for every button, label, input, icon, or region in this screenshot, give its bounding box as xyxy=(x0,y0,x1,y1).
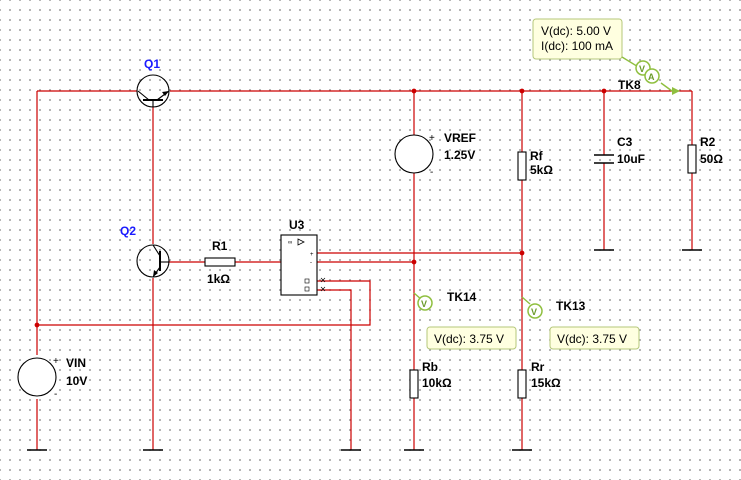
tk8-v-icon-letter: V xyxy=(639,64,645,74)
tk13-voltage-readout: V(dc): 3.75 V xyxy=(557,332,627,346)
probe-tk13[interactable]: V TK13 V(dc): 3.75 V xyxy=(521,296,640,350)
opamp-u3[interactable]: U3 ∞ + - xyxy=(280,218,326,296)
q1-label: Q1 xyxy=(144,57,160,71)
junction-dot xyxy=(34,322,40,328)
resistor-rr[interactable]: Rr 15kΩ xyxy=(517,360,561,399)
capacitor-c3[interactable]: C3 10uF xyxy=(594,135,645,166)
rf-name: Rf xyxy=(530,149,544,163)
tk8-leader-tip xyxy=(660,82,673,92)
r2-value: 50Ω xyxy=(700,152,723,166)
junction-dot xyxy=(601,88,607,94)
transistor-q2[interactable]: Q2 xyxy=(120,224,170,278)
junction-dot xyxy=(519,88,525,94)
u3-pin-box-a xyxy=(304,278,310,284)
q2-body xyxy=(136,244,170,278)
rf-body xyxy=(517,151,527,181)
rb-value: 10kΩ xyxy=(422,376,452,390)
rb-body xyxy=(409,369,419,399)
q2-label: Q2 xyxy=(120,224,136,238)
q1-collector-lead xyxy=(137,90,150,101)
u3-inf-symbol: ∞ xyxy=(288,240,292,246)
tk13-icon-letter: V xyxy=(531,307,537,317)
vref-plus: + xyxy=(429,133,435,144)
tk14-voltage-readout: V(dc): 3.75 V xyxy=(434,332,504,346)
current-probe-icon xyxy=(644,68,660,84)
u3-triangle-icon xyxy=(297,238,305,246)
vin-name: VIN xyxy=(66,356,86,370)
vref-body xyxy=(394,134,434,174)
voltage-source-vref[interactable]: + - VREF 1.25V xyxy=(394,131,476,178)
u3-pin-box-b xyxy=(304,286,310,292)
r1-value: 1kΩ xyxy=(207,272,230,286)
vin-plus: + xyxy=(53,356,59,367)
voltage-probe-icon xyxy=(527,303,543,319)
resistor-rb[interactable]: Rb 10kΩ xyxy=(409,360,452,399)
resistor-r1[interactable]: R1 1kΩ xyxy=(204,239,236,286)
tk14-readout-box xyxy=(426,326,517,350)
resistor-r2[interactable]: R2 50Ω xyxy=(687,135,723,174)
junction-dot xyxy=(411,259,417,265)
vref-value: 1.25V xyxy=(444,148,475,162)
tk8-arrow-icon xyxy=(672,87,680,95)
opamp-pin-b-wire xyxy=(317,289,352,450)
tk14-name: TK14 xyxy=(447,290,477,304)
resistor-rf[interactable]: Rf 5kΩ xyxy=(517,149,553,181)
transistor-q1[interactable]: Q1 xyxy=(136,57,170,108)
u3-pin-x-a xyxy=(320,277,326,283)
probe-tk14[interactable]: V TK14 V(dc): 3.75 V xyxy=(413,290,517,350)
rr-body xyxy=(517,369,527,399)
tk13-leader xyxy=(521,296,531,305)
tk8-name: TK8 xyxy=(618,78,641,92)
u3-pin-x-b xyxy=(320,286,326,292)
rr-value: 15kΩ xyxy=(531,376,561,390)
rb-name: Rb xyxy=(422,360,438,374)
vin-body xyxy=(17,357,57,397)
rr-name: Rr xyxy=(531,360,545,374)
junctions xyxy=(34,88,607,328)
tk8-readout-box xyxy=(532,18,623,60)
r1-body xyxy=(204,257,236,267)
grounds xyxy=(27,249,702,451)
u3-body xyxy=(280,234,318,296)
tk13-readout-box xyxy=(549,326,640,350)
wires xyxy=(36,90,693,450)
u3-name: U3 xyxy=(289,218,305,232)
tk8-voltage-readout: V(dc): 5.00 V xyxy=(541,24,611,38)
tk14-icon-letter: V xyxy=(421,299,427,309)
probe-tk8[interactable]: V(dc): 5.00 V I(dc): 100 mA V A TK8 xyxy=(532,18,680,95)
vin-value: 10V xyxy=(66,374,87,388)
tk8-a-icon-letter: A xyxy=(648,72,655,82)
tk8-current-readout: I(dc): 100 mA xyxy=(541,39,613,53)
opamp-pin-a-wire xyxy=(37,280,371,326)
q2-collector-lead xyxy=(152,244,161,257)
c3-name: C3 xyxy=(617,135,633,149)
vref-minus: - xyxy=(430,167,433,178)
tk13-name: TK13 xyxy=(556,299,586,313)
u3-minus-pin: - xyxy=(310,260,312,266)
q1-emitter-arrow xyxy=(162,91,169,96)
r1-name: R1 xyxy=(212,239,228,253)
r2-body xyxy=(687,144,697,174)
junction-dot xyxy=(411,88,417,94)
junction-dot xyxy=(519,250,525,256)
voltage-probe-icon xyxy=(417,295,433,311)
c3-value: 10uF xyxy=(617,152,645,166)
rf-value: 5kΩ xyxy=(530,163,553,177)
voltage-source-vin[interactable]: + - VIN 10V xyxy=(17,356,87,400)
vin-minus: - xyxy=(54,389,57,400)
r2-name: R2 xyxy=(700,135,716,149)
q2-emitter-arrow xyxy=(153,270,158,277)
vref-name: VREF xyxy=(444,131,476,145)
u3-plus-pin: + xyxy=(310,252,314,258)
